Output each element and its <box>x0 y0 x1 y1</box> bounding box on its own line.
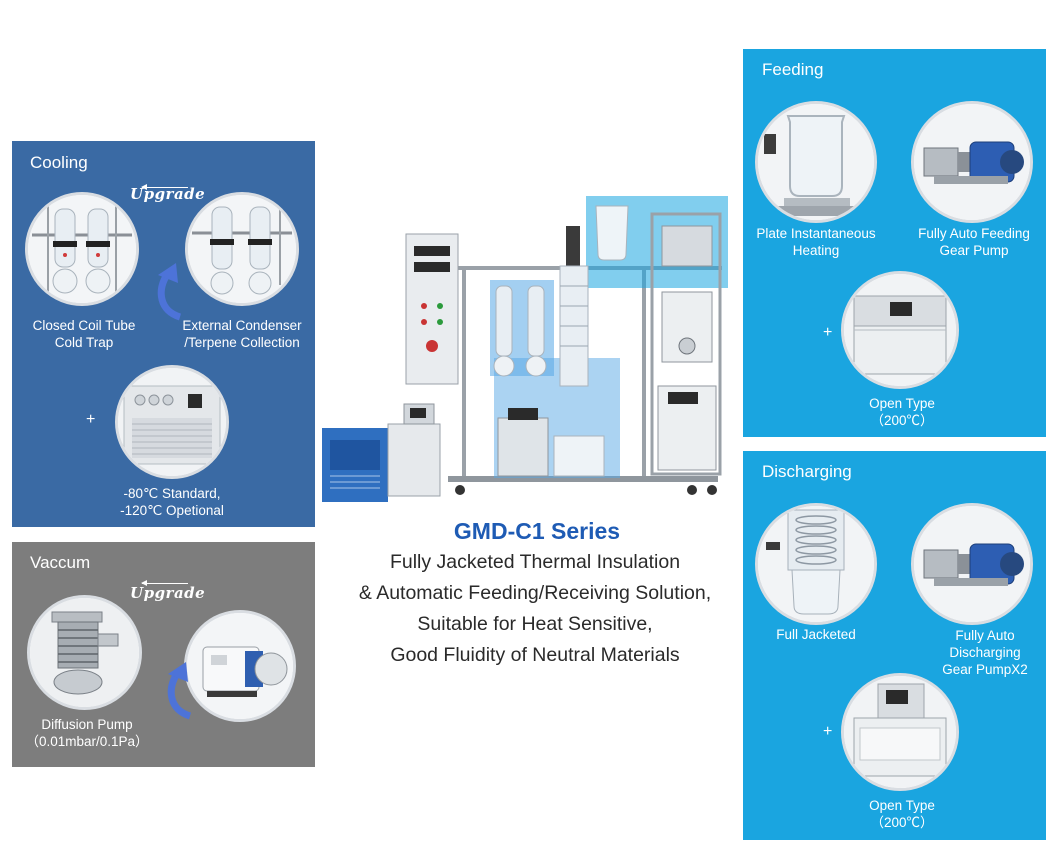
curved-arrow-icon <box>150 261 190 321</box>
cooling-title: Cooling <box>30 153 88 172</box>
beaker-heating-image <box>755 101 877 223</box>
discharging-gear-pump-image <box>911 503 1033 625</box>
discharging-title: Discharging <box>762 462 852 481</box>
upgrade-label: Upgrade <box>130 185 206 203</box>
upgrade-arrow-line <box>141 580 188 586</box>
cold-trap-image <box>25 192 139 306</box>
plus-sign: + <box>823 723 833 740</box>
vacuum-panel: Vaccum Upgrade <box>12 542 315 767</box>
cooling-panel: Cooling Upgrade <box>12 141 315 527</box>
full-jacketed-caption: Full Jacketed <box>776 627 856 642</box>
description-line: Good Fluidity of Neutral Materials <box>390 644 680 666</box>
plus-sign: + <box>823 324 833 341</box>
description-line: & Automatic Feeding/Receiving Solution, <box>358 582 712 604</box>
external-condenser-caption: External Condenser/Terpene Collection <box>182 318 302 350</box>
open-type-bath-image <box>841 673 959 791</box>
description-line: Suitable for Heat Sensitive, <box>417 613 653 635</box>
open-type-caption: Open Type（200℃） <box>869 396 935 428</box>
rotary-vane-pump-image <box>184 610 296 722</box>
open-type-caption: Open Type（200℃） <box>869 798 935 830</box>
upgrade-arrow-line <box>141 184 188 190</box>
chiller-image <box>115 365 229 479</box>
plus-sign: + <box>86 411 96 428</box>
diffusion-pump-image <box>27 595 142 710</box>
open-type-bath-image <box>841 271 959 389</box>
feeding-gear-pump-image <box>911 101 1033 223</box>
chiller-caption: -80℃ Standard,-120℃ Opetional <box>120 486 224 518</box>
feeding-title: Feeding <box>762 60 824 79</box>
machine-illustration <box>322 196 732 502</box>
upgrade-label: Upgrade <box>130 584 206 602</box>
diffusion-pump-caption: Diffusion Pump（0.01mbar/0.1Pa） <box>25 717 149 749</box>
external-condenser-image <box>185 192 299 306</box>
series-title: GMD-C1 Series <box>453 518 621 544</box>
vacuum-title: Vaccum <box>30 553 91 572</box>
curved-arrow-icon <box>160 660 200 720</box>
description-line: Fully Jacketed Thermal Insulation <box>389 551 681 573</box>
full-jacketed-image <box>755 503 877 625</box>
series-description: Fully Jacketed Thermal Insulation & Auto… <box>330 547 740 671</box>
